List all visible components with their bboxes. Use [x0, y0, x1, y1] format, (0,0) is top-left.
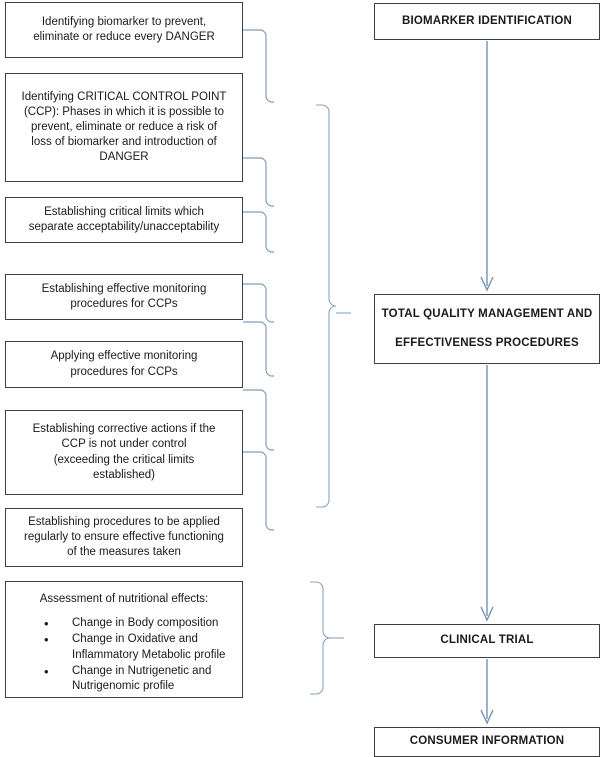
process-box-line: eliminate or reduce every DANGER	[33, 31, 215, 43]
process-box-line: loss of biomarker and introduction of	[31, 136, 217, 149]
list-item: Change in Nutrigenetic and Nutrigenomic …	[44, 663, 234, 695]
process-box-apply-monitoring[interactable]: Applying effective monitoring procedures…	[5, 341, 243, 388]
outcome-box-consumer-information[interactable]: CONSUMER INFORMATION	[374, 727, 600, 757]
process-box-line: Applying effective monitoring	[50, 350, 198, 363]
outcome-box-line: TOTAL QUALITY MANAGEMENT AND	[381, 307, 593, 320]
process-box-line: of the measures taken	[67, 546, 181, 559]
process-box-identify-biomarker[interactable]: Identifying biomarker to prevent, elimin…	[5, 2, 243, 58]
brace-connector-step-2	[243, 157, 274, 207]
arrow-head-clinical-to-consumer	[480, 709, 494, 725]
process-box-line: (exceeding the critical limits	[53, 453, 195, 466]
outcome-box-line: CONSUMER INFORMATION	[409, 735, 565, 748]
process-box-line: (CCP): Phases in which it is possible to	[23, 105, 225, 118]
process-box-line: Establishing effective monitoring	[41, 282, 207, 295]
process-box-line: procedures for CCPs	[70, 365, 178, 378]
process-box-line: Establishing critical limits which	[44, 205, 204, 218]
assessment-bullet-list: Change in Body composition Change in Oxi…	[14, 615, 234, 695]
outcome-box-line: EFFECTIVENESS PROCEDURES	[395, 337, 579, 349]
list-item: Change in Body composition	[44, 615, 234, 633]
process-box-critical-limits[interactable]: Establishing critical limits which separ…	[5, 197, 243, 243]
process-box-line: regularly to ensure effective functionin…	[24, 530, 224, 543]
process-box-establish-monitoring[interactable]: Establishing effective monitoring proced…	[5, 274, 243, 320]
list-item: Change in Oxidative and Inflammatory Met…	[44, 631, 234, 663]
arrow-head-identification-to-quality	[480, 276, 494, 292]
process-box-line: Establishing corrective actions if the	[32, 423, 216, 436]
process-box-line: separate acceptability/unacceptability	[28, 221, 220, 233]
outcome-box-clinical-trial[interactable]: CLINICAL TRIAL	[374, 624, 600, 658]
process-box-line: procedures for CCPs	[70, 298, 178, 310]
process-box-identify-ccp[interactable]: Identifying CRITICAL CONTROL POINT (CCP)…	[5, 73, 243, 182]
process-box-line: established)	[92, 468, 155, 481]
arrow-head-quality-to-clinical	[480, 606, 494, 622]
process-box-line: DANGER	[99, 151, 149, 164]
brace-connector-step-4	[243, 283, 274, 323]
process-box-line: Identifying CRITICAL CONTROL POINT	[21, 90, 227, 103]
outcome-box-total-quality-management[interactable]: TOTAL QUALITY MANAGEMENT AND EFFECTIVENE…	[374, 294, 600, 364]
process-box-corrective-actions[interactable]: Establishing corrective actions if the C…	[5, 410, 243, 495]
process-box-line: CCP is not under control	[61, 438, 187, 451]
outcome-box-line: BIOMARKER IDENTIFICATION	[401, 14, 573, 27]
process-box-line: Identifying biomarker to prevent,	[41, 15, 207, 28]
process-box-line: prevent, eliminate or reduce a risk of	[30, 120, 217, 133]
outcome-box-line: CLINICAL TRIAL	[440, 634, 534, 647]
brace-connector-step-3	[243, 211, 274, 253]
assessment-title: Assessment of nutritional effects:	[39, 593, 209, 605]
group-brace-clinical	[310, 581, 331, 695]
brace-connector-step-5	[243, 321, 274, 377]
brace-connector-step-1	[243, 29, 274, 103]
brace-connector-step-6	[243, 389, 274, 451]
group-brace-quality	[316, 104, 337, 508]
brace-connector-step-7	[243, 451, 274, 531]
process-box-verification-procedures[interactable]: Establishing procedures to be applied re…	[5, 508, 243, 567]
outcome-box-biomarker-identification[interactable]: BIOMARKER IDENTIFICATION	[374, 3, 600, 40]
process-box-line: Establishing procedures to be applied	[28, 515, 220, 528]
process-box-nutritional-assessment[interactable]: Assessment of nutritional effects: Chang…	[5, 581, 243, 698]
